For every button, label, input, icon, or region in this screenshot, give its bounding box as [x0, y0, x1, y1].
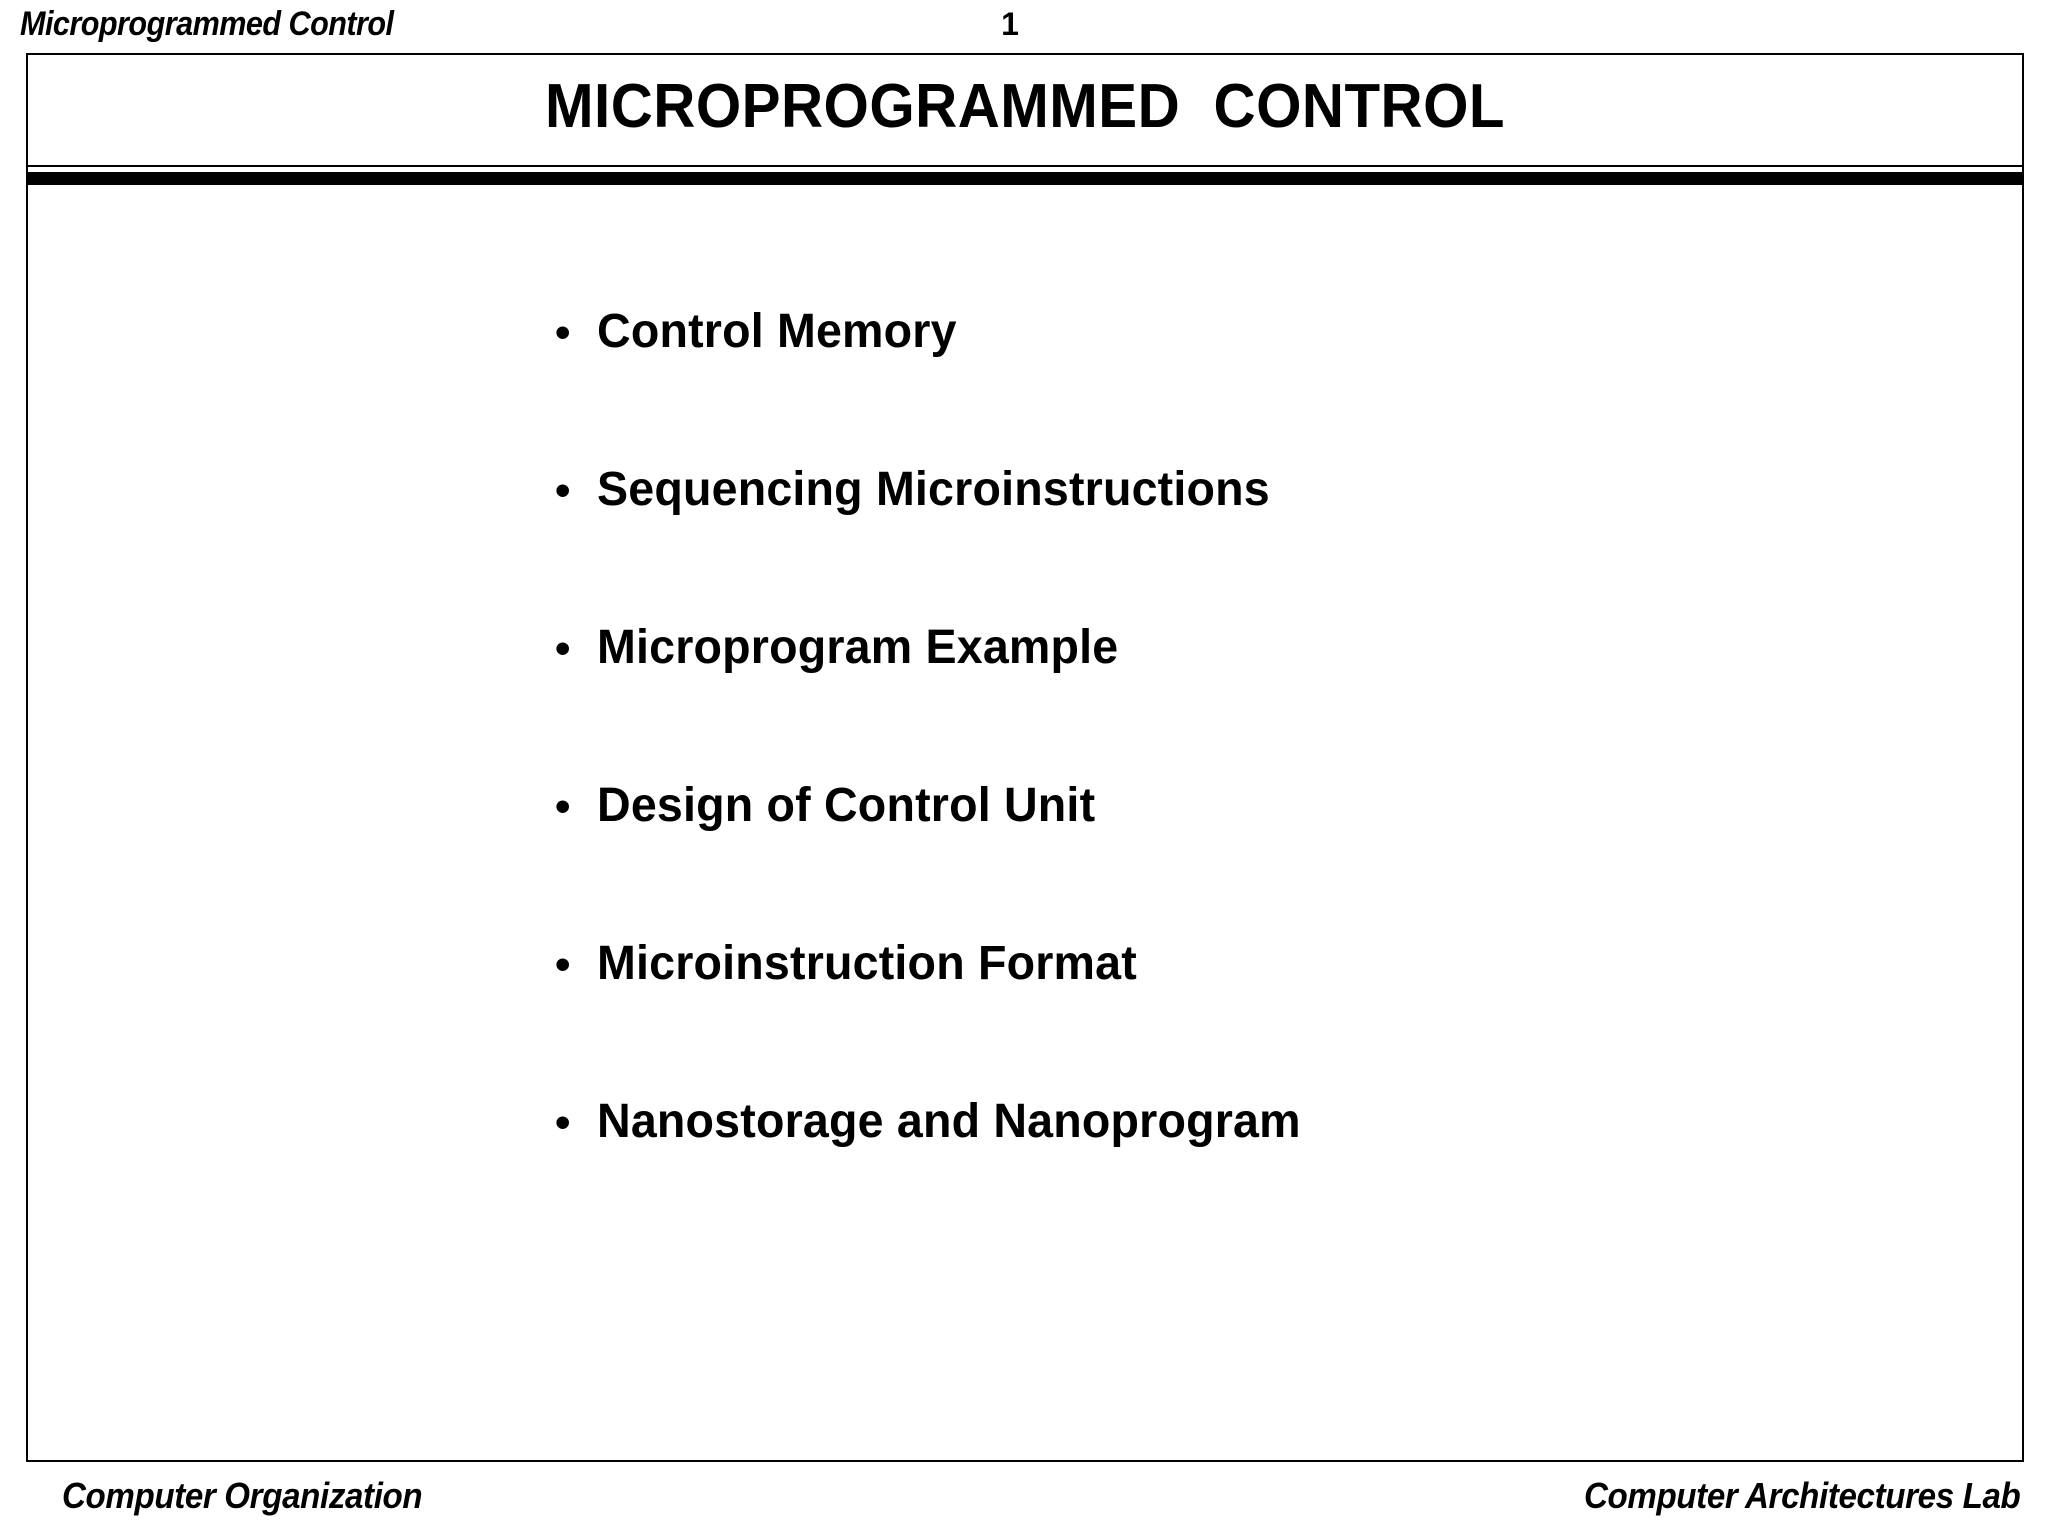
list-item-label: Sequencing Microinstructions	[597, 463, 1270, 516]
slide-title: MICROPROGRAMMED CONTROL	[545, 72, 1505, 141]
footer-right-label: Computer Architectures Lab	[1583, 1475, 2021, 1516]
footer-left-label: Computer Organization	[62, 1475, 423, 1516]
title-double-rule	[28, 165, 2022, 195]
bullet-icon: •	[555, 624, 571, 673]
list-item-label: Microinstruction Format	[597, 937, 1137, 990]
bullet-icon: •	[555, 782, 571, 831]
list-item: • Design of Control Unit	[555, 777, 1955, 935]
list-item-label: Control Memory	[597, 305, 957, 358]
bullet-icon: •	[555, 466, 571, 515]
list-item: • Sequencing Microinstructions	[555, 461, 1955, 619]
page-number: 1	[1001, 6, 1019, 42]
running-header-title: Microprogrammed Control	[20, 5, 394, 43]
list-item: • Nanostorage and Nanoprogram	[555, 1093, 1955, 1251]
bullet-icon: •	[555, 1098, 571, 1147]
list-item: • Control Memory	[555, 303, 1955, 461]
slide-footer: Computer Organization Computer Architect…	[0, 1470, 2048, 1536]
rule-thick-bar	[28, 172, 2022, 185]
list-item: • Microinstruction Format	[555, 935, 1955, 1093]
bullet-icon: •	[555, 940, 571, 989]
slide-content-frame: MICROPROGRAMMED CONTROL • Control Memory …	[26, 53, 2024, 1462]
list-item-label: Microprogram Example	[597, 621, 1119, 674]
rule-thin-line	[28, 165, 2022, 167]
topic-bullet-list: • Control Memory • Sequencing Microinstruc…	[555, 303, 1955, 1251]
list-item-label: Design of Control Unit	[597, 779, 1096, 832]
bullet-icon: •	[555, 308, 571, 357]
list-item-label: Nanostorage and Nanoprogram	[597, 1095, 1301, 1148]
running-header: Microprogrammed Control 1	[0, 0, 2048, 53]
list-item: • Microprogram Example	[555, 619, 1955, 777]
